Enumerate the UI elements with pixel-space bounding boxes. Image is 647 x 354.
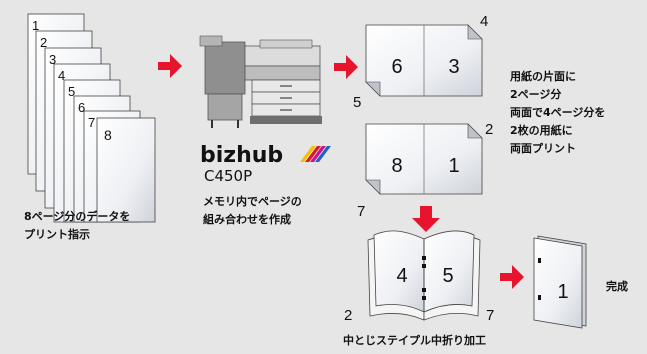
sheet-front-corner-top: 4 bbox=[480, 13, 488, 30]
down-arrow-icon bbox=[412, 206, 440, 232]
open-booklet-corner-right: 7 bbox=[486, 307, 494, 324]
stack-page-8-number: 8 bbox=[104, 127, 112, 143]
staple-icon bbox=[422, 256, 426, 300]
stack-page-7-number: 7 bbox=[88, 115, 95, 130]
sheet-back-corner-bottom: 7 bbox=[357, 203, 365, 220]
finished-booklet-page: 1 bbox=[557, 281, 568, 303]
sheet-front-right-page: 3 bbox=[448, 56, 459, 78]
booklet-staple-top bbox=[538, 258, 541, 263]
open-booklet-right-page: 5 bbox=[442, 265, 453, 287]
open-booklet: 4 5 2 7 bbox=[344, 230, 494, 324]
stack-page-8: 8 bbox=[96, 117, 156, 223]
finishing-caption: 中とじステイプル中折り加工 bbox=[343, 333, 486, 347]
page-stack: 1 2 3 4 5 6 7 8 bbox=[27, 13, 156, 223]
duplex-note-line-1: 用紙の片面に bbox=[510, 69, 576, 83]
sheet-back-right-page: 1 bbox=[448, 155, 459, 177]
open-booklet-left-page: 4 bbox=[396, 265, 407, 287]
stack-page-4-number: 4 bbox=[58, 68, 65, 83]
source-caption-line-1: 8ページ分のデータを bbox=[24, 209, 130, 223]
printer-caption-line-2: 組み合わせを作成 bbox=[203, 212, 291, 226]
brand-logo: bizhub bbox=[200, 143, 283, 168]
sheet-front: 6 3 4 5 bbox=[353, 13, 488, 111]
duplex-note-line-5: 両面プリント bbox=[510, 141, 576, 155]
source-caption-line-2: プリント指示 bbox=[24, 227, 90, 241]
right-arrow-icon-3 bbox=[500, 265, 524, 289]
duplex-note-line-4: 2枚の用紙に bbox=[510, 123, 573, 137]
brand-stripe-icon bbox=[300, 146, 331, 162]
stack-page-6-number: 6 bbox=[78, 100, 85, 115]
booklet-staple-bottom bbox=[538, 295, 541, 300]
finished-caption: 完成 bbox=[606, 279, 628, 293]
duplex-note-line-3: 両面で4ページ分を bbox=[510, 105, 605, 119]
printer-caption-line-1: メモリ内でページの bbox=[203, 194, 302, 208]
sheet-back-corner-top: 2 bbox=[485, 121, 493, 138]
stack-page-3-number: 3 bbox=[49, 52, 56, 67]
stack-page-1-number: 1 bbox=[32, 18, 39, 33]
stack-page-2-number: 2 bbox=[40, 35, 47, 50]
stack-page-5-number: 5 bbox=[68, 84, 75, 99]
duplex-note-line-2: 2ページ分 bbox=[510, 87, 561, 101]
sheet-front-corner-bottom: 5 bbox=[353, 94, 361, 111]
sheet-back: 8 1 2 7 bbox=[357, 121, 493, 220]
finished-booklet: 1 bbox=[533, 235, 587, 329]
sheet-front-left-page: 6 bbox=[391, 56, 402, 78]
right-arrow-icon-2 bbox=[334, 55, 358, 79]
sheet-back-left-page: 8 bbox=[391, 155, 402, 177]
printer-model: C450P bbox=[204, 167, 252, 185]
right-arrow-icon bbox=[158, 54, 182, 78]
printer-icon bbox=[199, 35, 322, 128]
open-booklet-corner-left: 2 bbox=[344, 307, 352, 324]
